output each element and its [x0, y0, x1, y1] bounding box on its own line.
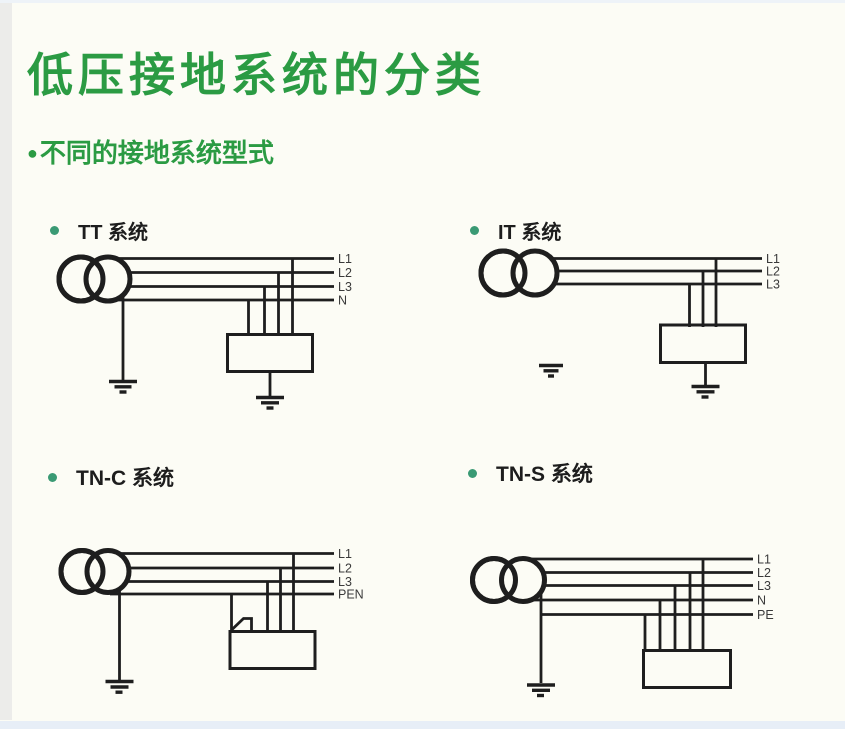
tt-label-n: N	[338, 294, 347, 308]
tnc-diagram-title: TN-C 系统	[48, 462, 174, 492]
bottom-edge-strip	[0, 721, 845, 729]
tnc-pen-branch-flag	[230, 617, 253, 632]
tt-load-earth-symbol	[256, 370, 284, 410]
tnc-label-pen: PEN	[338, 588, 364, 602]
subtitle-text: 不同的接地系统型式	[39, 138, 274, 168]
tnc-load-equipment-box	[228, 630, 317, 670]
tt-title-label: TT 系统	[78, 222, 148, 244]
tnc-conductor-labels: L1 L2 L3 PEN	[338, 547, 364, 602]
tt-label-l3: L3	[338, 280, 352, 294]
tt-phase-lines	[110, 257, 334, 336]
it-floating-earth-symbol	[539, 363, 563, 378]
it-transformer-symbol	[478, 248, 560, 298]
tns-label-l2: L2	[757, 566, 771, 580]
tnc-title-label: TN-C 系统	[76, 467, 174, 490]
it-circuit-diagram: L1 L2 L3	[478, 248, 780, 399]
it-label-l3: L3	[766, 278, 780, 292]
it-load-equipment-box	[659, 323, 747, 364]
tns-label-n: N	[757, 594, 766, 608]
it-bullet-dot-icon	[470, 226, 479, 235]
tns-phase-lines	[525, 557, 753, 652]
tns-bullet-dot-icon	[468, 468, 477, 478]
left-edge-strip	[0, 0, 12, 720]
tnc-transformer-symbol	[58, 548, 132, 595]
tnc-source-earth-symbol	[105, 589, 134, 694]
subtitle-bullet-icon: ●	[27, 143, 38, 163]
section-subtitle: ●不同的接地系统型式	[27, 133, 274, 170]
tns-label-l3: L3	[757, 579, 771, 593]
tns-title-label: TN-S 系统	[496, 463, 593, 486]
tns-transformer-symbol	[470, 556, 547, 604]
tt-label-l1: L1	[338, 252, 352, 266]
tns-label-pe: PE	[757, 608, 774, 622]
it-conductor-labels: L1 L2 L3	[766, 252, 780, 292]
tt-bullet-dot-icon	[50, 226, 59, 235]
tt-source-earth-symbol	[109, 296, 137, 394]
tt-label-l2: L2	[338, 266, 352, 280]
tt-diagram-title: TT 系统	[50, 216, 148, 245]
it-load-earth-symbol	[691, 361, 720, 399]
tnc-label-l1: L1	[338, 547, 352, 561]
tns-source-earth-symbol	[527, 591, 555, 698]
it-diagram-title: IT 系统	[470, 216, 561, 245]
tnc-label-l3: L3	[338, 575, 352, 589]
tnc-phase-lines	[110, 552, 334, 633]
tnc-label-l2: L2	[338, 562, 352, 576]
tns-load-equipment-box	[642, 649, 732, 689]
top-edge-strip	[0, 0, 845, 3]
tns-label-l1: L1	[757, 553, 771, 567]
tns-circuit-diagram: L1 L2 L3 N PE	[470, 553, 774, 698]
tnc-circuit-diagram: L1 L2 L3 PEN	[58, 547, 364, 694]
it-label-l1: L1	[766, 252, 780, 266]
page-title: 低压接地系统的分类	[27, 48, 486, 101]
it-title-label: IT 系统	[498, 222, 562, 244]
it-label-l2: L2	[766, 265, 780, 279]
tt-load-equipment-box	[226, 333, 314, 373]
it-phase-lines	[535, 257, 762, 327]
tt-circuit-diagram: L1 L2 L3 N	[56, 252, 352, 410]
tns-diagram-title: TN-S 系统	[468, 458, 593, 488]
tns-conductor-labels: L1 L2 L3 N PE	[757, 553, 774, 623]
tt-conductor-labels: L1 L2 L3 N	[338, 252, 352, 308]
tt-transformer-symbol	[56, 254, 133, 304]
tnc-bullet-dot-icon	[48, 472, 57, 482]
